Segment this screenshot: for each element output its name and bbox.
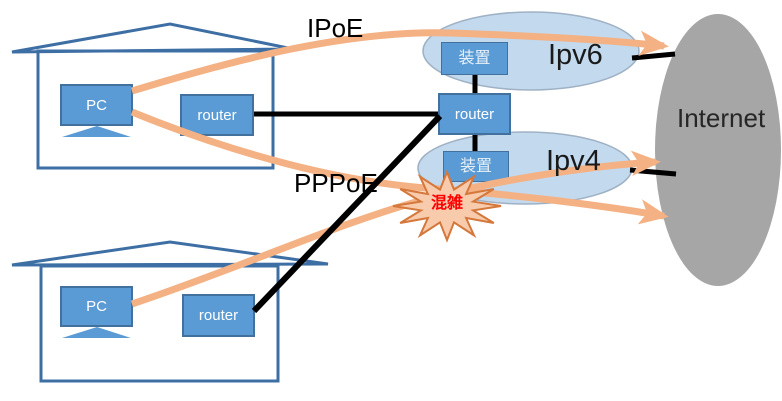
congestion-label: 混雑 — [430, 195, 463, 212]
wire-ipv6-internet — [631, 51, 676, 61]
pc-box-house2-label: PC — [86, 298, 107, 315]
pc1-monitor-stand-icon — [62, 126, 131, 137]
ipv6-device-label: 装置 — [458, 49, 491, 67]
pppoe-flow-arrow-house2 — [130, 150, 661, 308]
ipv4-device-box: 装置 — [443, 151, 509, 182]
wire-ipv4-internet — [629, 167, 677, 177]
ipv6-device-box: 装置 — [441, 42, 508, 75]
router-box-house2-label: router — [198, 307, 239, 324]
wire-router2-core — [251, 113, 443, 314]
ipv4-zone-label: Ipv4 — [546, 145, 601, 177]
router-box-house1-label: router — [197, 106, 237, 124]
internet-label: Internet — [677, 103, 766, 133]
internet-cloud — [655, 14, 781, 286]
provider-router-box: router — [438, 93, 511, 135]
ipv6-zone-label: Ipv6 — [548, 39, 603, 71]
pc-box-house1: PC — [60, 84, 133, 126]
router-box-house1: router — [180, 94, 254, 136]
house1-roof-icon — [11, 22, 294, 54]
pc2-monitor-stand-icon — [62, 327, 131, 338]
provider-router-label: router — [454, 105, 495, 123]
router-box-house2: router — [182, 294, 255, 337]
ipv4-device-label: 装置 — [459, 157, 492, 175]
pc-box-house1-label: PC — [86, 96, 107, 114]
pppoe-label: PPPoE — [294, 168, 378, 198]
house2-roof-icon — [11, 240, 329, 267]
pc-box-house2: PC — [60, 286, 133, 327]
ipoe-label: IPoE — [307, 13, 364, 43]
